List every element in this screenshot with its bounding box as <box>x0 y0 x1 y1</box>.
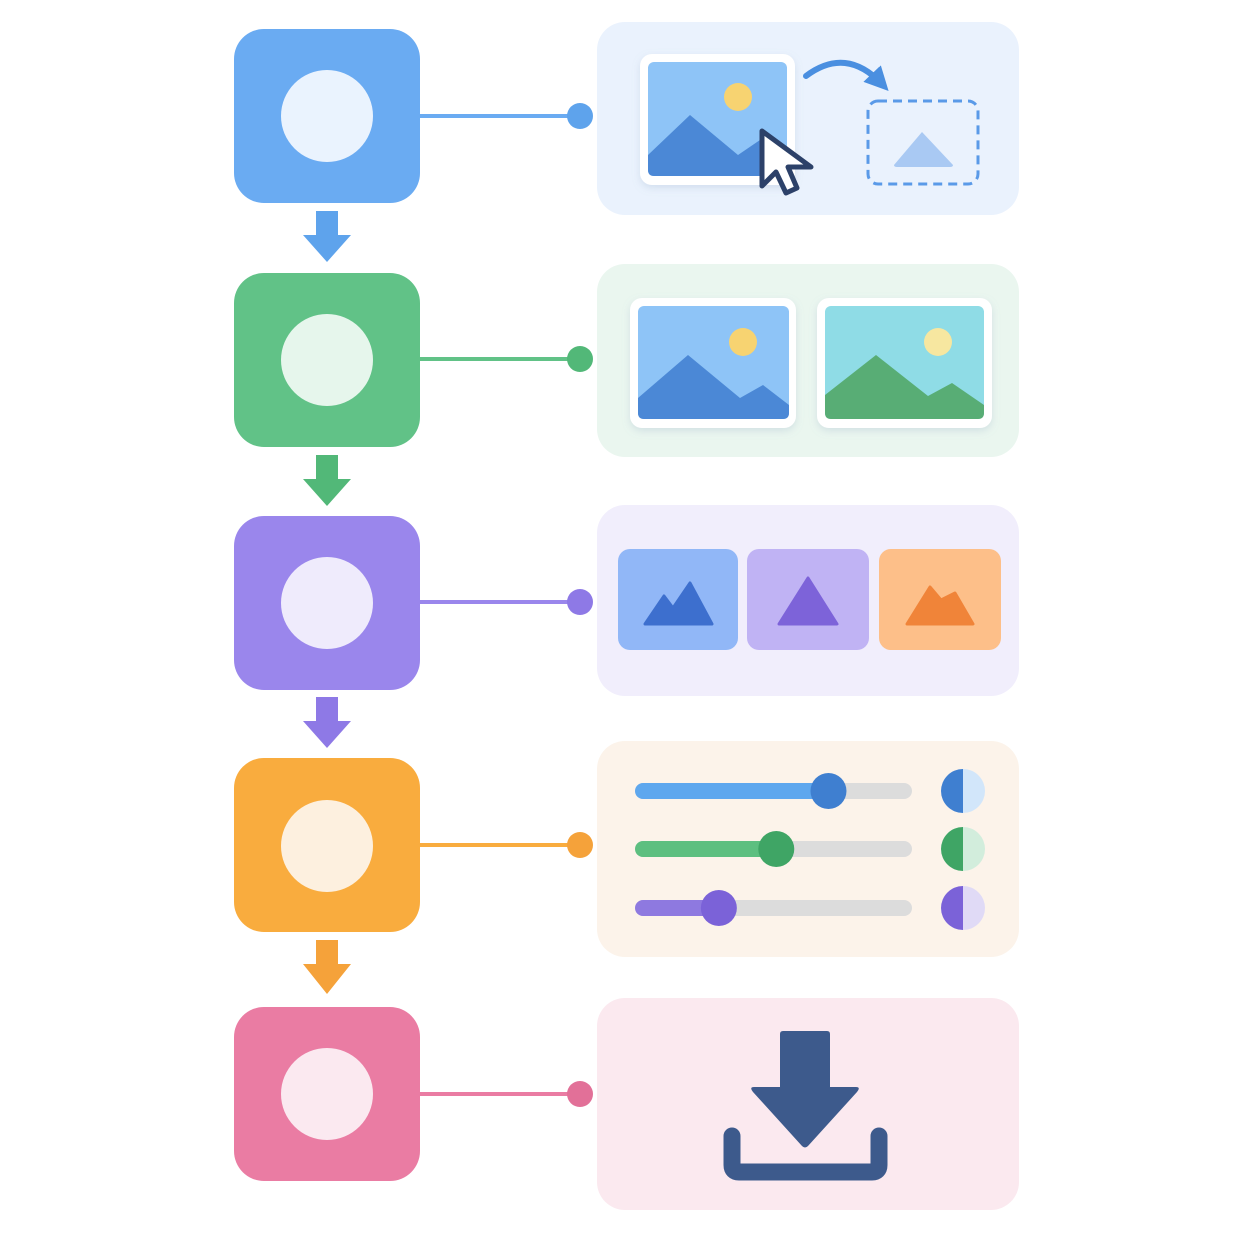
image-icon <box>630 298 796 428</box>
slider-knob[interactable] <box>700 890 737 926</box>
image-icon <box>817 298 992 428</box>
slider-group <box>635 769 985 930</box>
connector-bead <box>567 832 593 858</box>
step-node-circle <box>281 557 373 649</box>
connector-bead <box>567 346 593 372</box>
slider-knob[interactable] <box>758 831 795 867</box>
step-node-circle <box>281 1048 373 1140</box>
connector-bead <box>567 1081 593 1107</box>
step-choose-style <box>234 505 1019 696</box>
toggle-circle-left-half[interactable] <box>941 886 963 930</box>
mountain-tile-blue[interactable] <box>618 549 738 650</box>
flow-arrow-down <box>303 697 351 748</box>
download-icon[interactable] <box>723 1031 888 1181</box>
step-compare <box>234 264 1019 457</box>
slider-knob[interactable] <box>810 773 847 809</box>
step-node-circle <box>281 800 373 892</box>
toggle-circle-right-half <box>963 769 985 813</box>
cursor-icon[interactable] <box>759 128 814 196</box>
step-upload <box>234 22 1019 215</box>
step-adjust <box>234 741 1019 957</box>
connector-bead <box>567 589 593 615</box>
image-icon <box>640 54 795 185</box>
flow-arrow-down <box>303 455 351 506</box>
mountain-tile-orange[interactable] <box>879 549 1001 650</box>
mountain-tile-purple[interactable] <box>747 549 869 650</box>
toggle-circle-left-half[interactable] <box>941 827 963 871</box>
step-node-circle <box>281 70 373 162</box>
dashed-drop-zone-icon[interactable] <box>866 99 980 186</box>
flow-arrow-down <box>303 940 351 994</box>
step-download <box>234 998 1019 1210</box>
toggle-circle-left-half[interactable] <box>941 769 963 813</box>
connector-bead <box>567 103 593 129</box>
step-node-circle <box>281 314 373 406</box>
flow-arrow-down <box>303 211 351 262</box>
toggle-circle-right-half <box>963 886 985 930</box>
curved-arrow-icon <box>803 59 889 91</box>
toggle-circle-right-half <box>963 827 985 871</box>
